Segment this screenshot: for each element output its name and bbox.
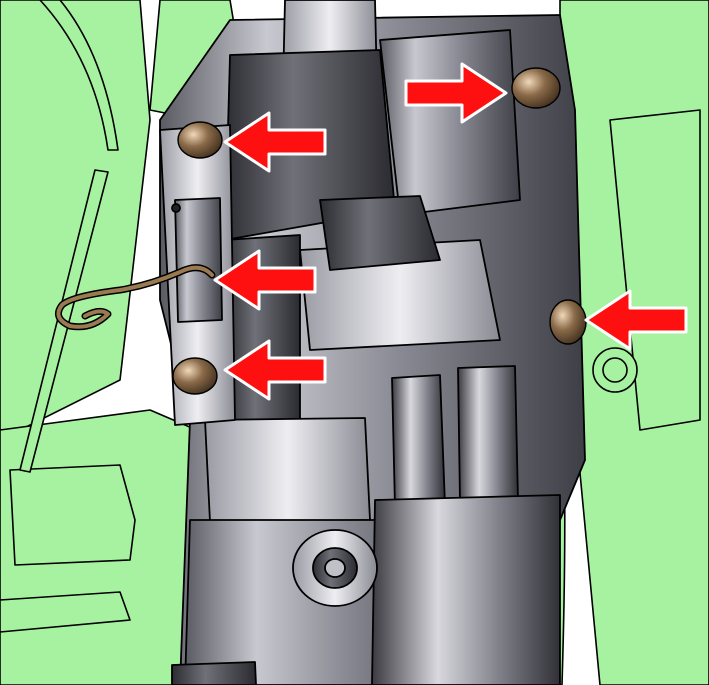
lower-left-box — [204, 417, 371, 523]
bolt-head-icon — [549, 299, 587, 345]
bolt-head-icon — [177, 121, 223, 159]
left-bracket — [0, 0, 151, 441]
bolt-head-icon — [511, 67, 561, 109]
callout-arrows — [213, 62, 688, 401]
left-plug-block — [9, 464, 136, 566]
bolt-head-icon — [172, 357, 218, 395]
tube-left — [391, 374, 446, 509]
red-arrow-icon — [584, 289, 688, 351]
tube-right — [457, 365, 519, 503]
fasteners — [172, 67, 587, 395]
red-arrow-icon — [213, 249, 317, 311]
center-link — [319, 195, 441, 271]
hose-left — [39, 0, 119, 151]
bottom-stub — [171, 661, 257, 685]
lower-right-cylinder — [371, 494, 561, 685]
red-arrow-icon — [404, 62, 508, 124]
upper-block-right — [379, 29, 521, 216]
red-arrow-icon — [223, 339, 327, 401]
red-arrow-icon — [223, 111, 327, 173]
